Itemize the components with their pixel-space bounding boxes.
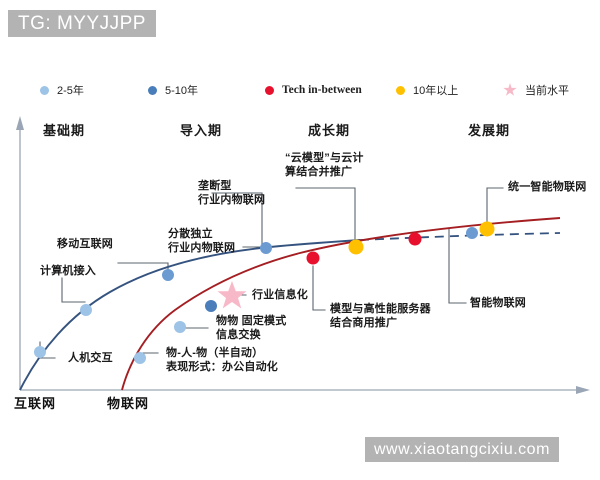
anno-decentralized-iot: 分散独立 行业内物联网 bbox=[168, 228, 236, 254]
marker-mobile-internet[interactable] bbox=[162, 269, 174, 281]
legend-item-current-level: 当前水平 bbox=[503, 80, 569, 100]
legend-dot-icon-10plus bbox=[396, 85, 405, 95]
marker-industry-informatization[interactable] bbox=[205, 300, 217, 312]
legend-dot-icon-2-5 bbox=[40, 85, 49, 95]
legend-dot-icon-5-10 bbox=[148, 85, 157, 95]
anno-industry-informatization: 行业信息化 bbox=[252, 289, 308, 301]
anno-cloud-model: “云模型”与云计 算结合并推广 bbox=[285, 152, 364, 178]
legend-label-2-5: 2-5年 bbox=[57, 85, 84, 97]
marker-hmi[interactable] bbox=[34, 346, 46, 358]
legend-item-5-10-years: 5-10年 bbox=[148, 80, 198, 100]
roadmap-svg bbox=[16, 116, 590, 394]
axis-label-iot: 物联网 bbox=[107, 396, 150, 411]
legend-label-tech: Tech in-between bbox=[282, 84, 362, 96]
anno-mobile-internet: 移动互联网 bbox=[57, 238, 113, 250]
watermark-top: TG: MYYJJPP bbox=[8, 10, 156, 37]
star-icon bbox=[503, 83, 517, 96]
curve-internet-solid bbox=[19, 239, 361, 391]
anno-thing-person-thing: 物-人-物（半自动） 表现形式：办公自动化 bbox=[166, 347, 278, 373]
marker-current-level-star-icon[interactable] bbox=[217, 281, 247, 309]
marker-cloud-model[interactable] bbox=[348, 239, 364, 255]
marker-decentralized-iot[interactable] bbox=[260, 242, 272, 254]
legend-item-over-10-years: 10年以上 bbox=[396, 80, 458, 100]
anno-hmi: 人机交互 bbox=[68, 352, 113, 364]
axes bbox=[16, 116, 590, 394]
x-axis-arrow-icon bbox=[576, 386, 590, 394]
marker-unified-smart-iot[interactable] bbox=[479, 221, 495, 237]
leader-monopoly-iot bbox=[211, 192, 263, 249]
markers-iot bbox=[134, 221, 495, 364]
leader-smart-iot bbox=[448, 227, 467, 304]
leader-computer-access bbox=[61, 277, 86, 303]
anno-unified-smart-iot: 统一智能物联网 bbox=[508, 181, 587, 193]
marker-smart-iot[interactable] bbox=[466, 227, 478, 239]
leader-model-server bbox=[312, 265, 326, 311]
anno-computer-access: 计算机接入 bbox=[40, 265, 96, 277]
legend-item-tech-in-between: Tech in-between bbox=[265, 80, 362, 100]
chart-legend: 2-5年 5-10年 Tech in-between 10年以上 当前水平 bbox=[0, 80, 600, 104]
stage-growth: 成长期 bbox=[308, 123, 351, 138]
leader-unified-smart-iot bbox=[486, 187, 504, 229]
anno-model-server: 模型与高性能服务器 结合商用推广 bbox=[330, 303, 431, 329]
anno-fixed-mode-exchange: 物物 固定模式 信息交换 bbox=[216, 315, 287, 341]
legend-label-current: 当前水平 bbox=[525, 85, 569, 97]
stage-development: 发展期 bbox=[468, 123, 511, 138]
watermark-top-text: TG: MYYJJPP bbox=[18, 12, 146, 34]
watermark-bottom-text: www.xiaotangcixiu.com bbox=[374, 440, 550, 458]
marker-model-server[interactable] bbox=[306, 251, 320, 265]
curve-iot bbox=[121, 217, 561, 391]
marker-fixed-mode-exchange[interactable] bbox=[174, 321, 186, 333]
curve-internet-dashed bbox=[359, 232, 561, 241]
y-axis-arrow-icon bbox=[16, 116, 24, 130]
leader-cloud-model bbox=[295, 187, 356, 246]
legend-label-5-10: 5-10年 bbox=[165, 85, 199, 97]
markers-internet bbox=[34, 227, 478, 358]
legend-label-10plus: 10年以上 bbox=[413, 85, 459, 97]
stage-foundation: 基础期 bbox=[43, 123, 86, 138]
marker-tech-in-between-2[interactable] bbox=[408, 232, 422, 246]
legend-dot-icon-tech bbox=[265, 85, 274, 95]
legend-item-2-5-years: 2-5年 bbox=[40, 80, 84, 100]
watermark-bottom: www.xiaotangcixiu.com bbox=[365, 437, 559, 462]
anno-monopoly-iot: 垄断型 行业内物联网 bbox=[198, 180, 266, 206]
marker-thing-person-thing[interactable] bbox=[134, 352, 146, 364]
axis-label-internet: 互联网 bbox=[14, 396, 57, 411]
stage-introduction: 导入期 bbox=[180, 123, 223, 138]
marker-computer-access[interactable] bbox=[80, 304, 92, 316]
anno-smart-iot: 智能物联网 bbox=[470, 297, 526, 309]
